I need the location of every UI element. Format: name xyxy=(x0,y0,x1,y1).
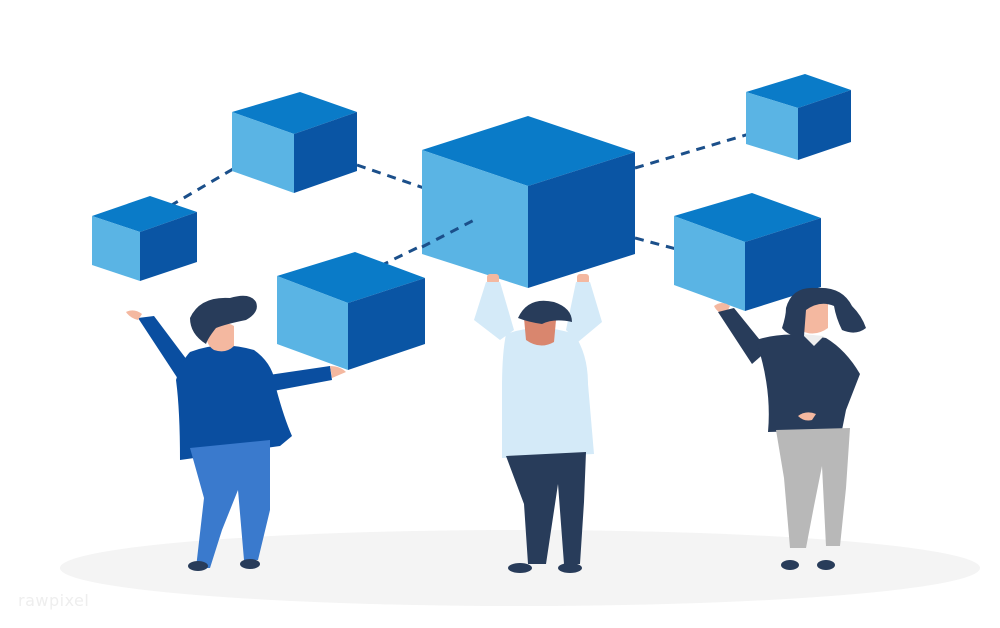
person-right xyxy=(714,287,866,570)
cube-center-large xyxy=(422,116,635,288)
watermark: rawpixel xyxy=(18,591,90,610)
person-center xyxy=(474,274,602,573)
cube-right xyxy=(674,193,821,311)
connector-overlay xyxy=(421,216,479,249)
cube-far-left xyxy=(92,196,197,281)
cube-lower-left xyxy=(277,252,425,370)
cube-upper-left xyxy=(232,92,357,193)
cube-upper-right xyxy=(746,74,851,160)
person-left xyxy=(126,295,346,571)
